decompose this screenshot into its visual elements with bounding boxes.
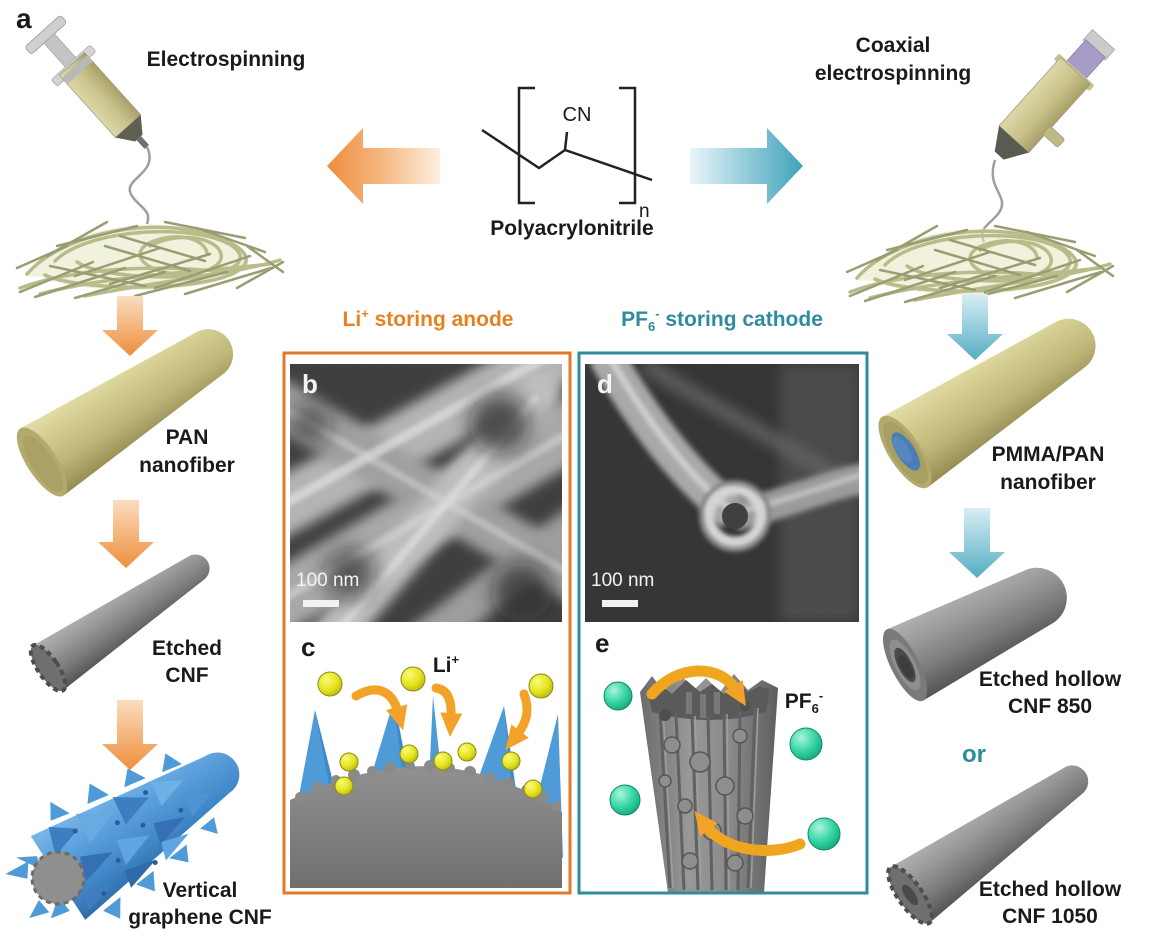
li-ion-sup: + [451,652,460,667]
nanofiber-mat-right [845,224,1115,304]
panel-label-a: a [16,3,32,34]
syringe-icon [25,15,150,150]
li-ion-element: Li [432,654,452,677]
etched-cnf-label-line2: CNF [165,664,209,687]
panel-label-d: d [597,369,613,399]
etched-hollow-cnf-1050-label-line1: Etched hollow [978,878,1122,901]
etched-hollow-cnf-1050-illustration [886,765,1089,926]
coaxial-syringe-icon [994,29,1116,160]
cathode-schematic [603,665,841,893]
down-arrow-orange-2 [98,500,154,568]
etched-hollow-cnf-850-illustration [882,567,1067,702]
spinning-jet-left [128,146,151,225]
vertical-graphene-cnf-illustration [5,752,240,920]
anode-title-rest: storing anode [368,308,514,331]
molecule-subscript-n: n [639,201,650,222]
process-arrow-left-orange [327,128,440,204]
nanofiber-mat-left [15,220,285,300]
etched-cnf-illustration [28,554,210,694]
pan-nanofiber-label-line2: nanofiber [139,454,235,477]
cathode-title-sub: 6 [647,319,656,335]
anode-title-element: Li [342,308,362,331]
pf6-ion-sub: 6 [811,701,819,717]
coaxial-title-line1: Coaxial [855,34,931,57]
scale-label-b: 100 nm [296,570,360,591]
etched-hollow-cnf-850-label-line2: CNF 850 [1007,695,1093,718]
cathode-title-sup: - [655,306,660,321]
down-arrow-orange-1 [102,296,158,356]
etched-hollow-cnf-850-label-line1: Etched hollow [978,668,1122,691]
scale-label-d: 100 nm [591,570,655,591]
anode-schematic [290,666,563,888]
vertical-graphene-cnf-label-line1: Vertical [162,879,238,902]
pmma-pan-label-line1: PMMA/PAN [991,443,1105,466]
panel-label-c: c [301,632,316,662]
panel-label-b: b [302,369,318,399]
pf6-ion-element: PF [784,690,812,713]
down-arrow-teal-1 [947,294,1003,360]
anode-panel-title: Li+ storing anode [342,306,514,331]
pan-molecule-structure [481,86,653,205]
etched-cnf-label-line1: Etched [151,637,223,660]
cathode-panel-title: PF6- storing cathode [621,306,823,335]
cathode-title-element: PF [621,308,648,331]
coaxial-title-line2: electrospinning [814,62,972,85]
anode-panel-box [282,351,572,895]
electrospinning-label: Electrospinning [146,48,306,71]
cathode-title-rest: storing cathode [659,308,823,331]
panel-label-e: e [595,628,610,658]
vertical-graphene-cnf-label-line2: graphene CNF [128,906,272,929]
or-label: or [962,741,986,768]
pf6-ion-sup: - [818,688,824,703]
pmma-pan-label-line2: nanofiber [1000,471,1096,494]
sem-image-d [585,364,859,622]
down-arrow-teal-2 [949,508,1005,578]
scale-bar-d [602,600,638,607]
cathode-panel-box [577,351,869,895]
pf6-ion-label: PF6- [784,688,824,717]
etched-hollow-cnf-1050-label-line2: CNF 1050 [1002,905,1098,928]
molecule-cn-label: CN [562,104,592,126]
scale-bar-b [303,600,339,607]
pan-nanofiber-illustration [16,329,234,497]
anode-title-sup: + [361,306,369,321]
pmma-pan-nanofiber-illustration [878,318,1096,489]
down-arrow-orange-3 [102,700,158,770]
pan-nanofiber-label-line1: PAN [165,426,209,449]
li-ion-label: Li+ [432,652,460,677]
molecule-name: Polyacrylonitrile [490,217,654,240]
process-arrow-right-teal [690,128,803,204]
sem-image-b [290,364,562,622]
